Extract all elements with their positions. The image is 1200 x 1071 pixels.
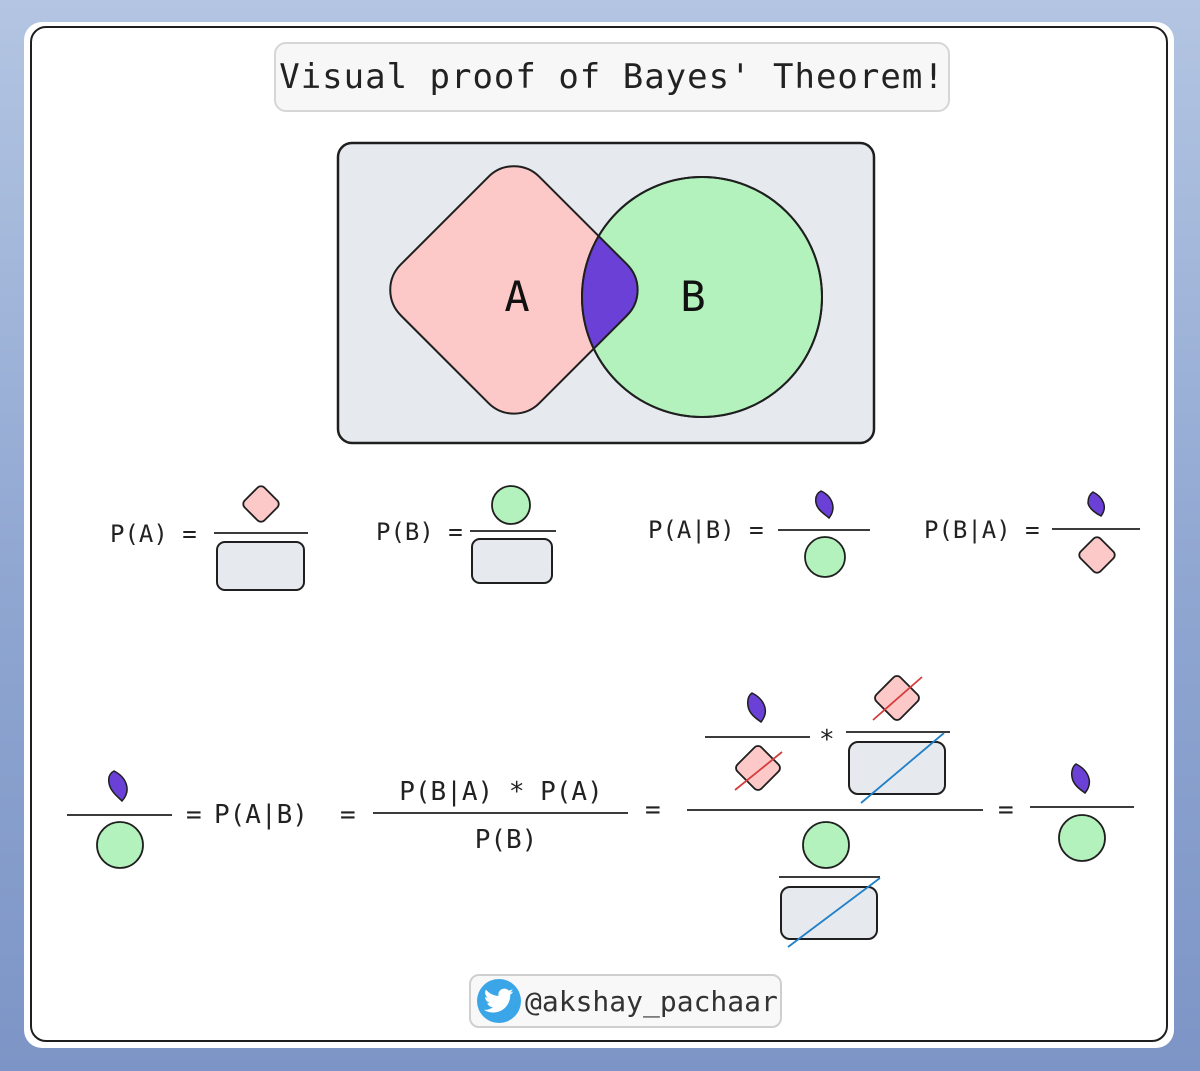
lhs-denominator-circle xyxy=(96,821,144,869)
twitter-bird-icon xyxy=(477,979,521,1023)
pba-label: P(B|A) = xyxy=(924,516,1040,544)
times-sign: * xyxy=(819,725,835,755)
set-b-label: B xyxy=(680,272,705,321)
compound-rect-struck-2 xyxy=(780,886,878,940)
visual-compound-fraction: * xyxy=(687,675,983,948)
result-denominator-circle xyxy=(1058,814,1106,862)
pab-expression: P(A|B) xyxy=(214,800,308,830)
strike-line-blue-2 xyxy=(787,877,881,948)
compound-num-intersection xyxy=(747,692,767,724)
result-numerator-intersection xyxy=(1071,763,1091,795)
definition-pba: P(B|A) = xyxy=(924,491,1140,574)
set-a-label: A xyxy=(504,272,529,321)
pa-denominator-rect xyxy=(216,541,305,591)
bayes-formula: P(B|A) * P(A) P(B) xyxy=(373,777,628,855)
derivation-lhs-fraction xyxy=(67,770,172,869)
strike-line-red-2 xyxy=(872,676,923,721)
strike-line-blue-1 xyxy=(860,732,945,804)
equals-4: = xyxy=(998,795,1014,825)
page-title: Visual proof of Bayes' Theorem! xyxy=(279,57,945,97)
pba-numerator-intersection xyxy=(1087,491,1105,517)
definition-pab: P(A|B) = xyxy=(648,490,870,578)
author-handle-text: @akshay_pachaar xyxy=(525,984,778,1018)
pab-label: P(A|B) = xyxy=(648,516,764,544)
pba-denominator-diamond xyxy=(1078,536,1116,574)
pab-numerator-intersection xyxy=(815,490,834,520)
lhs-numerator-intersection xyxy=(108,770,128,803)
pa-label: P(A) = xyxy=(110,520,197,548)
set-a-shape xyxy=(389,165,639,415)
title-box: Visual proof of Bayes' Theorem! xyxy=(274,42,950,112)
formula-denominator: P(B) xyxy=(475,825,538,855)
equals-1: = xyxy=(186,800,202,830)
compound-den-circle xyxy=(802,821,850,869)
definition-pa: P(A) = xyxy=(110,485,308,591)
venn-diagram: A B xyxy=(336,141,876,445)
pb-denominator-rect xyxy=(471,538,553,584)
strike-line-red-1 xyxy=(734,751,783,791)
definition-pb: P(B) = xyxy=(376,485,556,584)
author-handle-box[interactable]: @akshay_pachaar xyxy=(469,974,782,1028)
formula-numerator: P(B|A) * P(A) xyxy=(399,777,603,807)
result-fraction xyxy=(1030,763,1134,862)
pab-denominator-circle xyxy=(804,536,846,578)
pb-numerator-circle xyxy=(491,485,531,525)
compound-rect-struck-1 xyxy=(848,741,946,795)
pb-label: P(B) = xyxy=(376,518,463,546)
content-frame xyxy=(30,26,1168,1042)
equals-2: = xyxy=(340,800,356,830)
equals-3: = xyxy=(645,795,661,825)
pa-numerator-diamond xyxy=(242,485,280,523)
